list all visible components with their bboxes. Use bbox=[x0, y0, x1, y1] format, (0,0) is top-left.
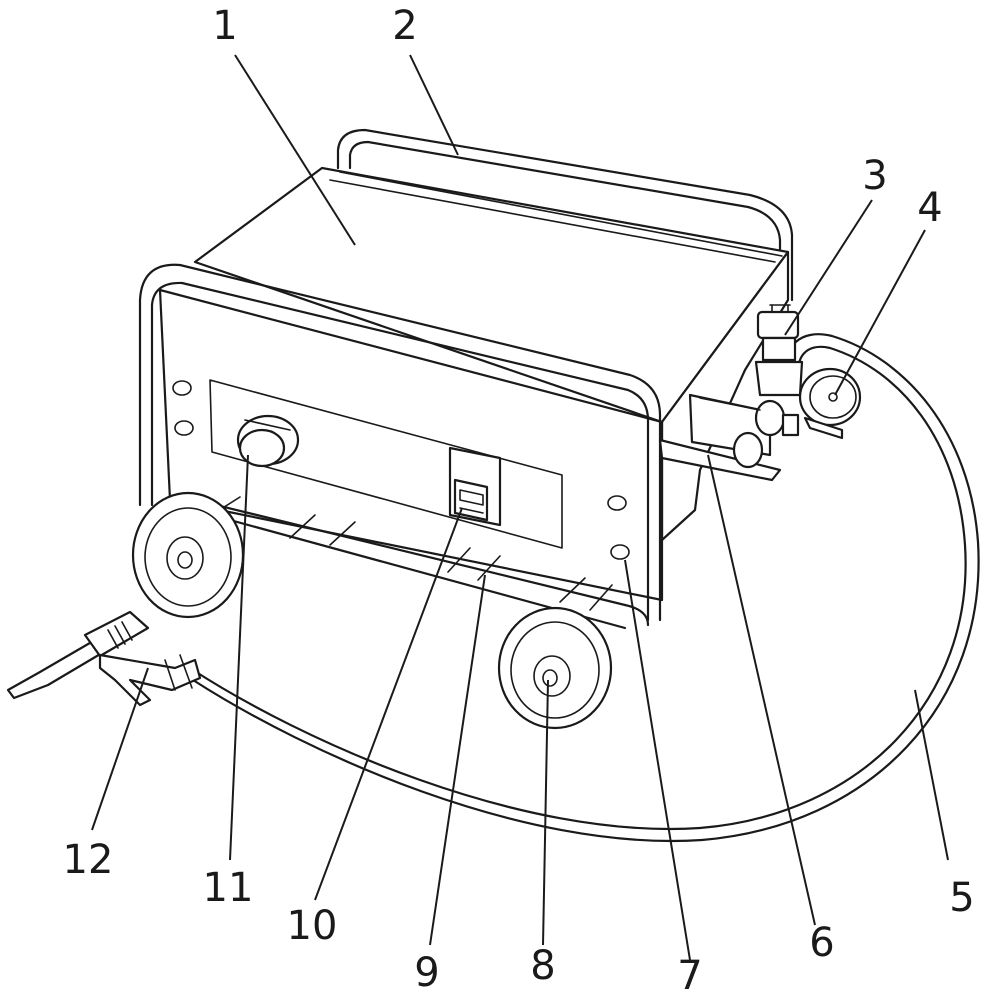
callout-3: 3 bbox=[862, 153, 887, 199]
wheel-left bbox=[131, 491, 245, 619]
callout-8: 8 bbox=[530, 943, 555, 989]
spray-gun bbox=[6, 610, 202, 707]
indicator-light bbox=[610, 544, 630, 560]
leader-lines bbox=[91, 54, 949, 961]
main-housing bbox=[158, 166, 790, 602]
callout-5: 5 bbox=[949, 875, 974, 921]
pump-cylinder bbox=[658, 393, 800, 482]
callout-10: 10 bbox=[287, 903, 338, 949]
pressure-knob bbox=[236, 414, 300, 468]
callout-9: 9 bbox=[414, 950, 439, 996]
callout-6: 6 bbox=[809, 920, 834, 966]
callout-4: 4 bbox=[917, 185, 942, 231]
callout-7: 7 bbox=[677, 953, 702, 999]
callout-1: 1 bbox=[212, 3, 237, 49]
handle-frame bbox=[336, 128, 794, 302]
callout-12: 12 bbox=[63, 837, 114, 883]
power-switch bbox=[448, 446, 502, 527]
wheel-right bbox=[497, 606, 613, 730]
callout-11: 11 bbox=[203, 865, 254, 911]
hose bbox=[188, 333, 980, 843]
callout-2: 2 bbox=[392, 3, 417, 49]
pressure-gauge bbox=[798, 367, 862, 440]
callout-numbers: 1 2 3 4 5 6 7 8 9 10 11 12 bbox=[63, 3, 975, 999]
